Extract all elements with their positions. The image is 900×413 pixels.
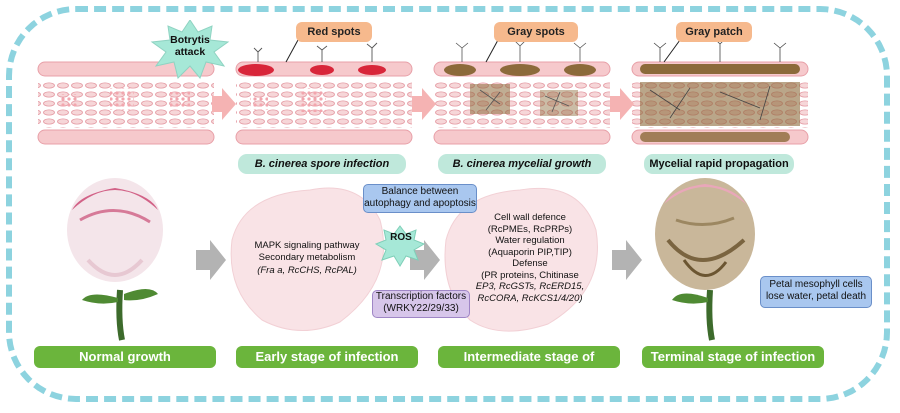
callout-pointers — [285, 39, 681, 63]
early-text-secondary: Secondary metabolism — [258, 252, 356, 263]
int-line-water: Water regulation — [495, 235, 565, 246]
terminal-box: Petal mesophyll cells lose water, petal … — [760, 276, 872, 308]
int-line-cell-wall: Cell wall defence — [494, 212, 566, 223]
early-text-genes: (Fra a, RcCHS, RcPAL) — [257, 265, 357, 276]
int-line-water-genes: (Aquaporin PIP,TIP) — [488, 246, 572, 258]
arrow-right-2 — [412, 88, 436, 120]
intermediate-text-block: Cell wall defence (RcPMEs, RcPRPs) Water… — [466, 212, 594, 304]
attack-starburst — [150, 20, 230, 79]
rose-healthy — [67, 178, 163, 341]
int-line-cell-wall-genes: (RcPMEs, RcPRPs) — [487, 223, 573, 235]
rose-diseased — [655, 178, 755, 341]
label-intermediate-stage: Intermediate stage of infection — [438, 346, 620, 386]
arrow-right-3 — [610, 88, 634, 120]
tissue-panel-propagation — [631, 37, 809, 145]
gray-arrows — [196, 240, 642, 280]
arrow-gray-3 — [612, 240, 642, 280]
label-terminal-stage: Terminal stage of infection — [642, 346, 824, 368]
tissue-panel-healthy — [37, 61, 215, 145]
arrow-right-1 — [212, 88, 236, 120]
stage-label-spore: B. cinerea spore infection — [238, 154, 406, 174]
stage-label-mycelial: B. cinerea mycelial growth — [438, 154, 606, 174]
int-line-defense-genes-1: (PR proteins, Chitinase — [481, 269, 579, 281]
callout-gray-spots: Gray spots — [494, 22, 578, 42]
label-early-stage: Early stage of infection — [236, 346, 418, 368]
arrow-gray-2 — [410, 240, 440, 280]
attack-label: Botrytis attack — [170, 34, 210, 58]
tissue-panel-mycelial — [433, 39, 611, 145]
balance-box: Balance between autophagy and apoptosis — [363, 184, 477, 213]
petal-intermediate — [444, 187, 598, 332]
tissue-panel-spores — [235, 42, 413, 145]
int-line-defense: Defense — [512, 258, 548, 269]
petal-early — [230, 187, 384, 331]
tissue-panels — [37, 37, 809, 145]
callout-gray-patch: Gray patch — [676, 22, 752, 42]
ros-label: ROS — [390, 232, 412, 243]
int-line-defense-genes-2: EP3, RcGSTs, RcERD15, — [475, 281, 585, 292]
tf-title: Transcription factors — [375, 291, 467, 302]
tf-box: Transcription factors (WRKY22/29/33) — [372, 290, 470, 318]
arrow-gray-1 — [196, 240, 226, 280]
early-text-mapk: MAPK signaling pathway — [254, 240, 360, 251]
ros-burst — [374, 225, 426, 267]
dashed-border — [6, 6, 890, 402]
tf-genes: (WRKY22/29/33) — [383, 303, 459, 314]
int-line-defense-genes-3: RcCORA, RcKCS1/4/20) — [477, 292, 583, 304]
callout-red-spots: Red spots — [296, 22, 372, 42]
label-normal-growth: Normal growth — [34, 346, 216, 368]
pink-arrows — [212, 88, 634, 120]
middle-row-graphics — [67, 178, 755, 341]
stage-label-propagation: Mycelial rapid propagation — [644, 154, 794, 174]
